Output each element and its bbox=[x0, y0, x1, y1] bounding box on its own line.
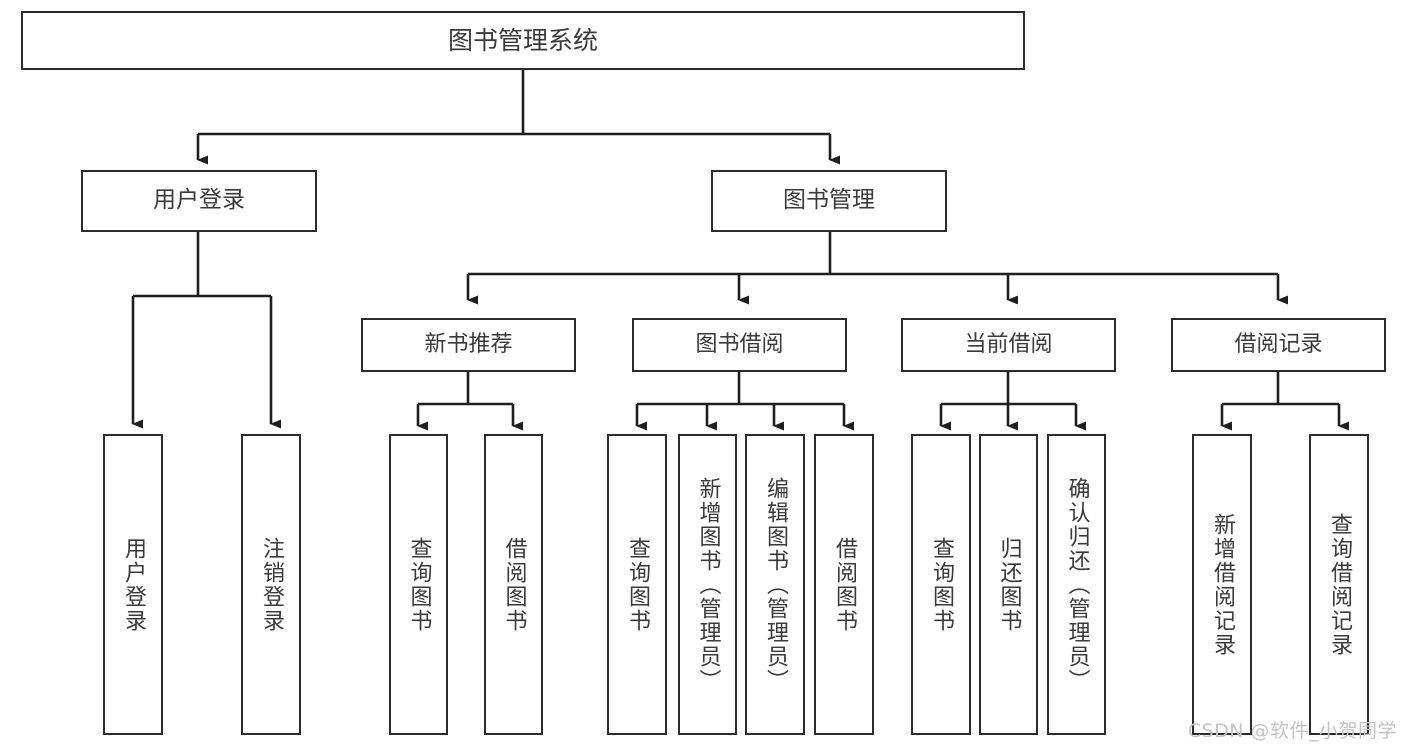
node-leaf-logout-login[interactable]: 注销登录 bbox=[241, 434, 301, 735]
node-leaf-query-book-3[interactable]: 查询图书 bbox=[911, 434, 971, 735]
node-leaf-add-book[interactable]: 新增图书（管理员） bbox=[678, 434, 737, 735]
node-leaf-borrow-book-1[interactable]: 借阅图书 bbox=[484, 434, 543, 735]
node-book-management[interactable]: 图书管理 bbox=[711, 170, 947, 232]
node-leaf-confirm-return-label: 确认归还（管理员） bbox=[1064, 476, 1090, 693]
node-leaf-query-book-2-label: 查询图书 bbox=[625, 536, 650, 633]
node-leaf-query-record[interactable]: 查询借阅记录 bbox=[1309, 434, 1369, 735]
node-leaf-add-record-label: 新增借阅记录 bbox=[1210, 512, 1235, 657]
node-leaf-user-login-label: 用户登录 bbox=[121, 536, 146, 633]
node-user-login-label: 用户登录 bbox=[153, 187, 245, 214]
node-borrow-record[interactable]: 借阅记录 bbox=[1171, 318, 1386, 372]
node-book-borrow-label: 图书借阅 bbox=[695, 331, 784, 357]
node-leaf-return-book[interactable]: 归还图书 bbox=[979, 434, 1038, 735]
node-leaf-add-record[interactable]: 新增借阅记录 bbox=[1192, 434, 1252, 735]
node-leaf-query-book-1-label: 查询图书 bbox=[406, 536, 432, 633]
node-leaf-logout-login-label: 注销登录 bbox=[259, 536, 284, 633]
node-current-borrow[interactable]: 当前借阅 bbox=[901, 318, 1116, 372]
node-borrow-record-label: 借阅记录 bbox=[1234, 331, 1323, 357]
node-user-login[interactable]: 用户登录 bbox=[81, 170, 317, 232]
node-leaf-query-book-3-label: 查询图书 bbox=[929, 536, 954, 633]
node-current-borrow-label: 当前借阅 bbox=[964, 331, 1053, 357]
node-leaf-edit-book-label: 编辑图书（管理员） bbox=[763, 476, 788, 693]
node-leaf-borrow-book-1-label: 借阅图书 bbox=[501, 536, 527, 633]
node-leaf-add-book-label: 新增图书（管理员） bbox=[695, 476, 721, 693]
node-leaf-return-book-label: 归还图书 bbox=[996, 536, 1022, 633]
node-root[interactable]: 图书管理系统 bbox=[21, 11, 1025, 70]
node-leaf-user-login[interactable]: 用户登录 bbox=[103, 434, 163, 735]
node-leaf-query-book-2[interactable]: 查询图书 bbox=[607, 434, 667, 735]
node-book-management-label: 图书管理 bbox=[783, 187, 875, 214]
node-root-label: 图书管理系统 bbox=[447, 25, 598, 55]
node-leaf-edit-book[interactable]: 编辑图书（管理员） bbox=[745, 434, 805, 735]
node-leaf-query-book-1[interactable]: 查询图书 bbox=[389, 434, 448, 735]
node-new-book-recommend-label: 新书推荐 bbox=[424, 331, 513, 357]
csdn-watermark: CSDN @软件_小贺同学 bbox=[1187, 720, 1397, 742]
node-leaf-borrow-book-2[interactable]: 借阅图书 bbox=[814, 434, 874, 735]
node-leaf-query-record-label: 查询借阅记录 bbox=[1327, 512, 1352, 657]
node-leaf-confirm-return[interactable]: 确认归还（管理员） bbox=[1047, 434, 1106, 735]
node-book-borrow[interactable]: 图书借阅 bbox=[632, 318, 847, 372]
node-leaf-borrow-book-2-label: 借阅图书 bbox=[832, 536, 857, 633]
node-new-book-recommend[interactable]: 新书推荐 bbox=[361, 318, 576, 372]
